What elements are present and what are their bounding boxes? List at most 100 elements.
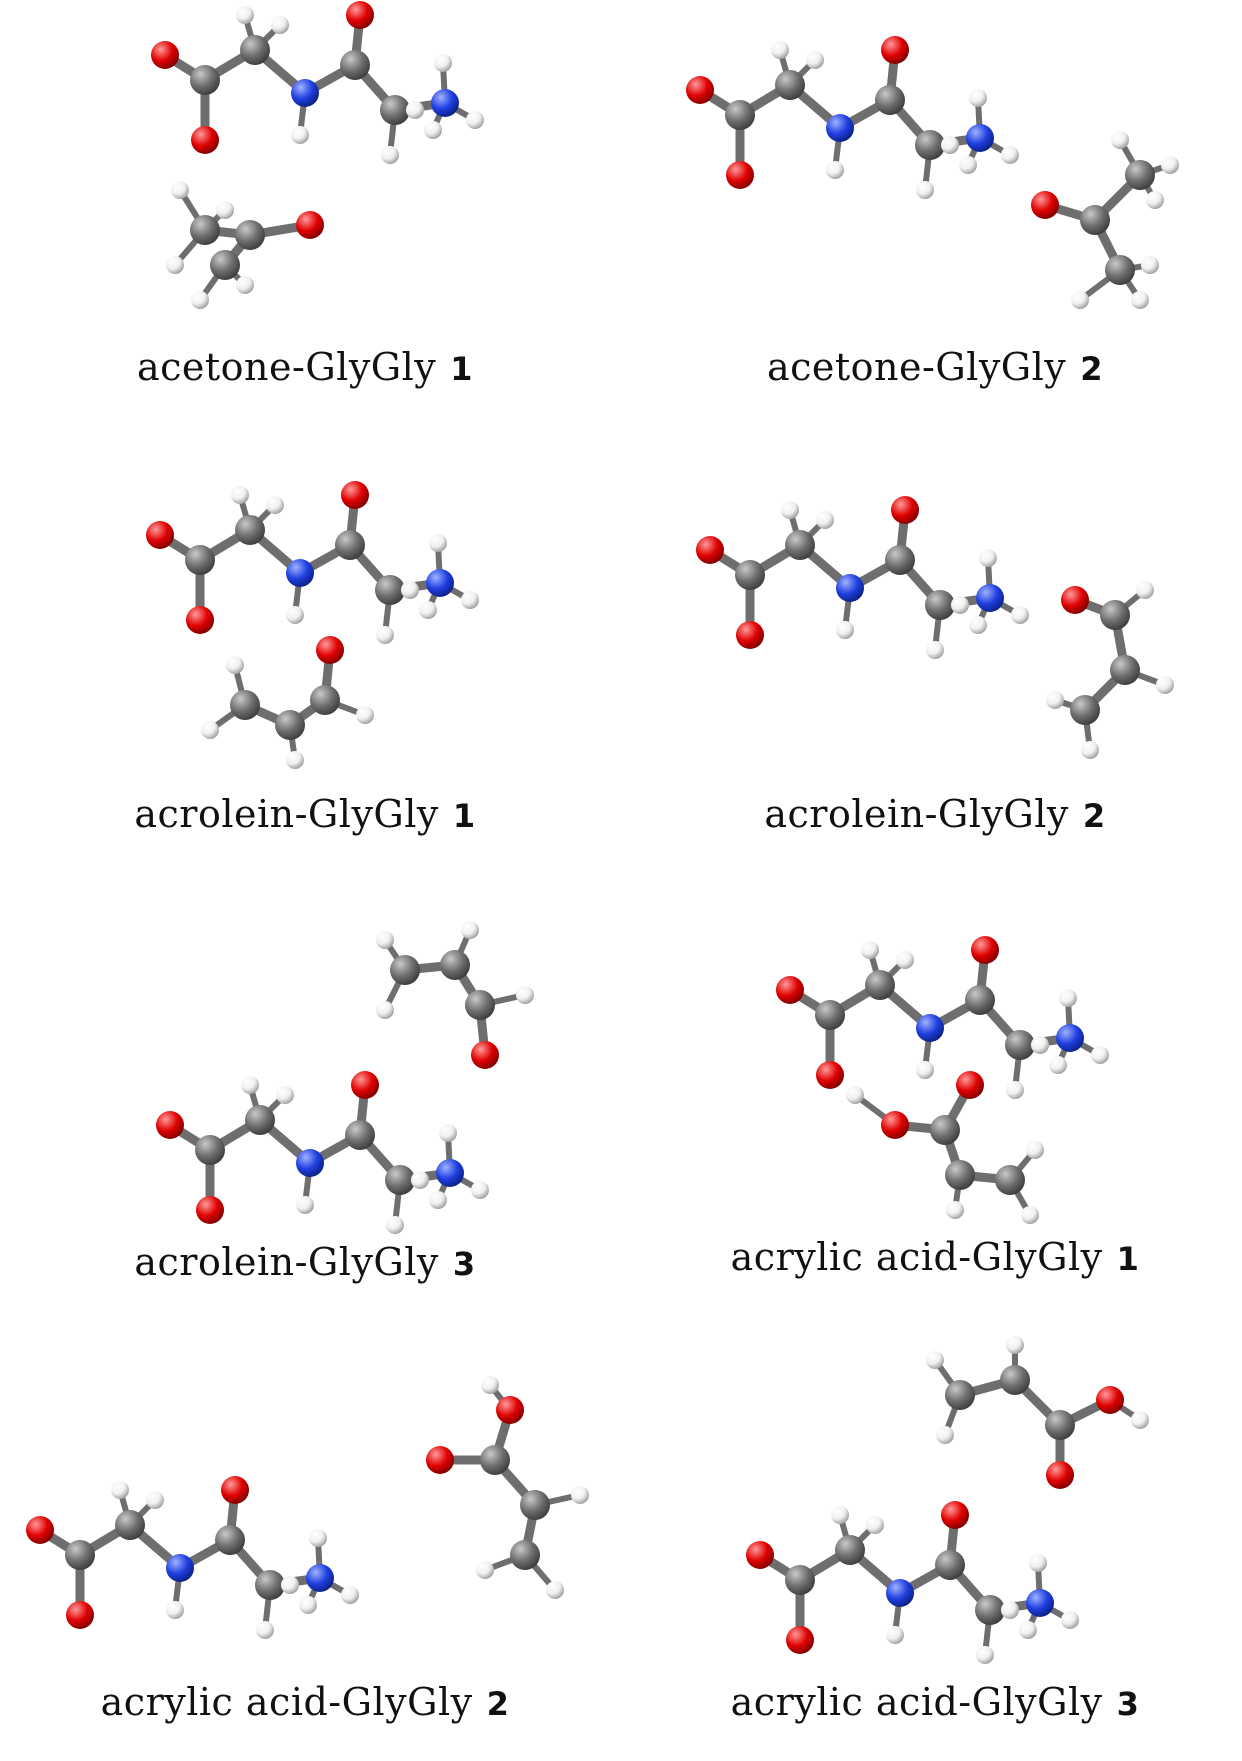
acetone-2 <box>1031 131 1179 309</box>
glygly-acetone-2 <box>686 36 1019 199</box>
atom-c <box>885 545 915 575</box>
atom-n <box>826 114 854 142</box>
atom-c <box>995 1165 1025 1195</box>
atom-h <box>356 706 374 724</box>
atom-h <box>1006 1336 1024 1354</box>
atom-o <box>1061 586 1089 614</box>
atom-o <box>426 1446 454 1474</box>
atom-c <box>945 1160 975 1190</box>
atom-c <box>925 590 955 620</box>
atom-c <box>775 70 805 100</box>
atom-h <box>979 549 997 567</box>
atom-c <box>1080 205 1110 235</box>
atom-c <box>235 220 265 250</box>
atom-h <box>826 161 844 179</box>
atom-o <box>726 161 754 189</box>
atom-o <box>971 936 999 964</box>
atom-h <box>1046 691 1064 709</box>
glygly-acrolein-3 <box>156 1071 489 1234</box>
atom-c <box>1105 255 1135 285</box>
atom-h <box>861 941 879 959</box>
atom-n <box>306 1564 334 1592</box>
atom-h <box>256 1621 274 1639</box>
acetone-1 <box>166 181 324 309</box>
atom-h <box>1059 989 1077 1007</box>
atom-c <box>735 560 765 590</box>
acrolein-2 <box>1046 581 1174 759</box>
atom-c <box>245 1105 275 1135</box>
atom-c <box>510 1540 540 1570</box>
atom-h <box>1091 1046 1109 1064</box>
atom-h <box>386 1216 404 1234</box>
atom-h <box>471 1181 489 1199</box>
atom-h <box>976 1646 994 1664</box>
atom-n <box>916 1014 944 1042</box>
atom-c <box>935 1550 965 1580</box>
atom-c <box>1100 600 1130 630</box>
atom-c <box>835 1535 865 1565</box>
atom-h <box>1131 291 1149 309</box>
atom-o <box>156 1111 184 1139</box>
atom-n <box>296 1149 324 1177</box>
atom-h <box>916 1061 934 1079</box>
atom-h <box>226 656 244 674</box>
atom-o <box>786 1626 814 1654</box>
atom-h <box>771 41 789 59</box>
glygly-acrylic-3 <box>746 1501 1079 1664</box>
atom-c <box>815 1000 845 1030</box>
acrolein-3 <box>376 921 534 1069</box>
atom-h <box>1006 1081 1024 1099</box>
atom-o <box>296 211 324 239</box>
atom-h <box>411 1171 429 1189</box>
atom-o <box>196 1196 224 1224</box>
atom-h <box>266 496 284 514</box>
atom-h <box>1029 1554 1047 1572</box>
atom-o <box>351 1071 379 1099</box>
atom-c <box>1000 1365 1030 1395</box>
atom-h <box>1001 1601 1019 1619</box>
atom-n <box>1026 1589 1054 1617</box>
atom-h <box>1031 1036 1049 1054</box>
atom-h <box>546 1581 564 1599</box>
atom-h <box>836 621 854 639</box>
glygly-acrylic-1 <box>776 936 1109 1099</box>
acrylic-2 <box>426 1376 589 1599</box>
atom-c <box>390 955 420 985</box>
atom-o <box>686 76 714 104</box>
atom-c <box>1005 1030 1035 1060</box>
glygly-acrylic-2 <box>26 1476 359 1639</box>
atom-h <box>146 1491 164 1509</box>
atom-h <box>381 146 399 164</box>
atom-h <box>481 1376 499 1394</box>
atom-h <box>571 1486 589 1504</box>
atom-h <box>1146 191 1164 209</box>
atom-c <box>945 1380 975 1410</box>
atom-n <box>886 1579 914 1607</box>
atom-c <box>310 685 340 715</box>
atom-c <box>915 130 945 160</box>
atom-h <box>461 921 479 939</box>
atom-c <box>115 1510 145 1540</box>
atom-h <box>946 1201 964 1219</box>
atom-c <box>65 1540 95 1570</box>
atom-n <box>166 1554 194 1582</box>
atom-h <box>191 291 209 309</box>
atom-c <box>785 1565 815 1595</box>
atom-h <box>299 1596 317 1614</box>
atom-n <box>966 124 994 152</box>
atom-c <box>385 1165 415 1195</box>
atom-c <box>875 85 905 115</box>
atom-h <box>291 126 309 144</box>
atom-c <box>195 1135 225 1165</box>
atom-o <box>776 976 804 1004</box>
atom-h <box>1156 676 1174 694</box>
atom-h <box>271 16 289 34</box>
atom-o <box>736 621 764 649</box>
atom-h <box>171 181 189 199</box>
atom-c <box>930 1115 960 1145</box>
atom-o <box>341 481 369 509</box>
